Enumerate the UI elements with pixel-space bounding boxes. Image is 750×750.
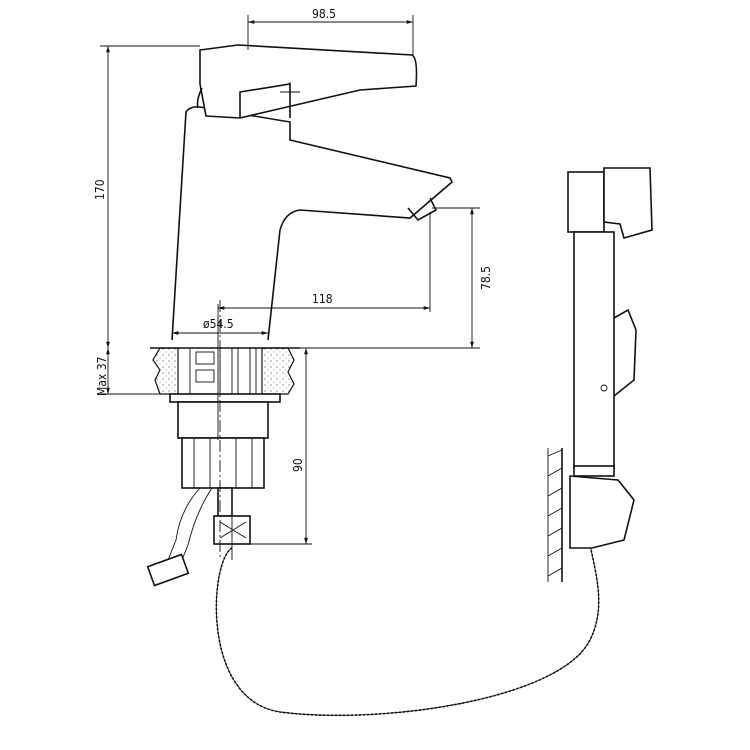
faucet-body <box>150 44 453 349</box>
wall-holder <box>569 475 635 549</box>
flexible-hose <box>215 519 600 717</box>
dim-handle-reach: 98.5 <box>312 7 336 21</box>
dim-max-thickness: Max 37 <box>95 357 109 396</box>
mounting-hardware <box>146 393 281 587</box>
faucet-handle <box>199 44 418 119</box>
hand-shower <box>547 167 653 582</box>
dim-total-height: 170 <box>93 179 107 200</box>
countertop-section <box>152 347 295 395</box>
dim-spout-reach: 118 <box>312 292 333 306</box>
dim-spout-height: 78.5 <box>479 266 493 290</box>
dim-below-counter: 90 <box>291 458 305 472</box>
hose-connector <box>146 553 190 587</box>
dimension-lines: 98.5 170 118 78.5 ø54.5 Max 37 90 <box>93 7 493 560</box>
dim-base-diameter: ø54.5 <box>203 317 234 331</box>
